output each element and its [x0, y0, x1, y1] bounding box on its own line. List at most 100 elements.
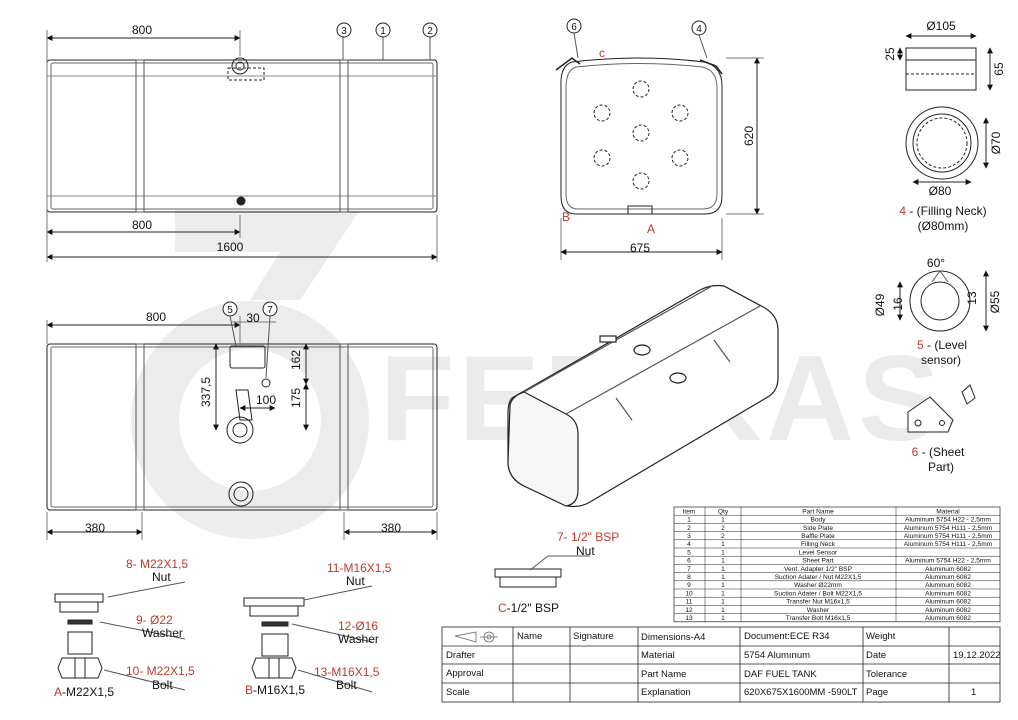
- fitting-b-caption-rest: -M16X1,5: [253, 683, 305, 697]
- tb-label-approval: Approval: [446, 668, 484, 679]
- parts-table-header-3: Material: [936, 508, 960, 515]
- parts-table-cell: 1: [721, 607, 725, 614]
- parts-table-cell: 1: [721, 574, 725, 581]
- tb-explanation-value: 620X675X1600MM -590LT: [744, 687, 858, 698]
- sheet-caption-line-1: 6 - (Sheet: [912, 445, 965, 459]
- parts-table-cell: 1: [721, 590, 725, 597]
- fitting-b-washer-label: Washer: [338, 632, 379, 646]
- tb-page-value: 1: [971, 687, 976, 698]
- front-dim-380-left: 380: [85, 521, 105, 535]
- parts-table-cell: Side Plate: [803, 525, 833, 532]
- balloon-5-label: 5: [227, 305, 233, 316]
- sensor-dim-d49: Ø49: [873, 293, 887, 316]
- parts-table-cell: 12: [685, 607, 693, 614]
- neck-dim-d80: Ø80: [929, 184, 952, 198]
- sensor-caption-text: - (Level: [924, 338, 967, 352]
- tb-part-name-label: Part Name: [641, 669, 686, 680]
- sensor-dim-13: 13: [965, 291, 979, 305]
- sheet-caption-line-2: Part): [928, 460, 954, 474]
- neck-caption-line-1: 4 - (Filling Neck): [899, 204, 986, 218]
- balloon-6-label: 6: [571, 22, 577, 33]
- sensor-dim-16: 16: [891, 297, 905, 311]
- balloon-4-label: 4: [696, 24, 702, 35]
- side-mark-c: c: [599, 46, 605, 60]
- parts-table-cell: Aluminum 5754 H111 - 2,5mm: [904, 533, 993, 540]
- parts-table-cell: 1: [721, 549, 725, 556]
- sheet-caption-text: - (Sheet: [918, 445, 965, 459]
- fitting-b-drawing: [243, 585, 373, 693]
- parts-table-cell: Washer: [807, 607, 830, 614]
- top-dim-800-lower: 800: [132, 218, 152, 232]
- tb-date-label: Date: [866, 650, 886, 661]
- top-dim-800-upper: 800: [132, 23, 152, 37]
- tb-label-drafter: Drafter: [446, 650, 475, 661]
- sensor-dim-d55: Ø55: [988, 290, 1002, 313]
- tb-page-label: Page: [866, 687, 888, 698]
- fitting-b-washer-code: 12-Ø16: [338, 619, 378, 633]
- parts-table-cell: Washer Ø22mm: [794, 582, 842, 589]
- parts-table-cell: 1: [721, 566, 725, 573]
- fitting-a-nut-label: Nut: [152, 570, 171, 584]
- parts-table-cell: 4: [687, 541, 691, 548]
- sheet-part-detail: [907, 384, 976, 433]
- parts-table-cell: 3: [687, 533, 691, 540]
- front-view: [46, 315, 438, 540]
- sheet-caption-number: 6: [912, 445, 919, 459]
- fitting-a-washer-label: Washer: [142, 626, 183, 640]
- parts-table-cell: 13: [685, 615, 693, 622]
- parts-table-cell: Aluminum 5754 H22 - 2,5mm: [905, 558, 991, 565]
- parts-table-cell: Vent. Adapter 1/2" BSP: [784, 566, 853, 573]
- parts-table-cell: 2: [721, 525, 725, 532]
- fitting-b-caption-letter: B: [245, 683, 253, 697]
- parts-table-cell: Aluminum 6082: [925, 599, 971, 606]
- fitting-b-bolt-label: Bolt: [336, 678, 357, 692]
- neck-dim-d105: Ø105: [926, 19, 956, 33]
- watermark-logo-6: [131, 301, 369, 539]
- neck-dim-25: 25: [883, 47, 897, 61]
- fitting-a-bolt-code: 10- M22X1,5: [126, 664, 195, 678]
- tb-document: Document:ECE R34: [744, 631, 830, 642]
- parts-table-cell: 10: [685, 590, 693, 597]
- parts-table-cell: Transfer Nut M16x1,5: [786, 599, 850, 606]
- side-view: [555, 32, 764, 260]
- parts-table-header-2: Part Name: [802, 508, 834, 515]
- front-dim-380-right: 380: [381, 521, 401, 535]
- parts-table-cell: 2: [687, 525, 691, 532]
- fitting-c-nut-label: Nut: [576, 544, 595, 558]
- fitting-a-caption: A-M22X1,5: [54, 685, 114, 699]
- fitting-a-bolt-label: Bolt: [152, 678, 173, 692]
- balloon-7-label: 7: [267, 305, 273, 316]
- isometric-tank: [507, 284, 779, 508]
- sensor-caption-line-1: 5 - (Level: [917, 338, 967, 352]
- parts-table-cell: 1: [721, 582, 725, 589]
- tb-date-value: 19.12.2022: [953, 650, 1001, 661]
- fitting-b-bolt-code: 13-M16X1,5: [314, 665, 380, 679]
- parts-table-cell: Sheet Part: [802, 558, 833, 565]
- parts-table-cell: Transfer Bolt M16x1,5: [786, 615, 851, 622]
- parts-table-cell: Aluminum 5754 H111 - 2,5mm: [904, 541, 993, 548]
- side-mark-b: B: [562, 210, 570, 224]
- front-dim-100: 100: [256, 393, 276, 407]
- tb-dimensions: Dimensions-A4: [641, 632, 705, 643]
- neck-dim-d70: Ø70: [989, 131, 1003, 154]
- parts-table-cell: Baffle Plate: [801, 533, 835, 540]
- tb-weight: Weight: [866, 631, 896, 642]
- parts-table-cell: Body: [810, 517, 826, 524]
- fitting-a-nut-code: 8- M22X1,5: [126, 557, 188, 571]
- title-block-logo-icon: [454, 631, 498, 643]
- parts-table-cell: 9: [687, 582, 691, 589]
- parts-table-cell: 1: [721, 615, 725, 622]
- balloon-2-label: 2: [427, 26, 433, 37]
- neck-caption-line-2: (Ø80mm): [918, 219, 969, 233]
- parts-table-cell: 8: [687, 574, 691, 581]
- fitting-c-drawing: [494, 555, 590, 588]
- tb-label-scale: Scale: [446, 687, 470, 698]
- tb-signature-header: Signature: [573, 631, 614, 642]
- sensor-caption-line-2: sensor): [921, 353, 961, 367]
- sensor-caption-number: 5: [917, 338, 924, 352]
- parts-table-cell: Aluminum 6082: [925, 566, 971, 573]
- neck-caption-text: - (Filling Neck): [906, 204, 987, 218]
- filling-neck-detail: [897, 33, 993, 185]
- fitting-b-caption: B-M16X1,5: [245, 683, 305, 697]
